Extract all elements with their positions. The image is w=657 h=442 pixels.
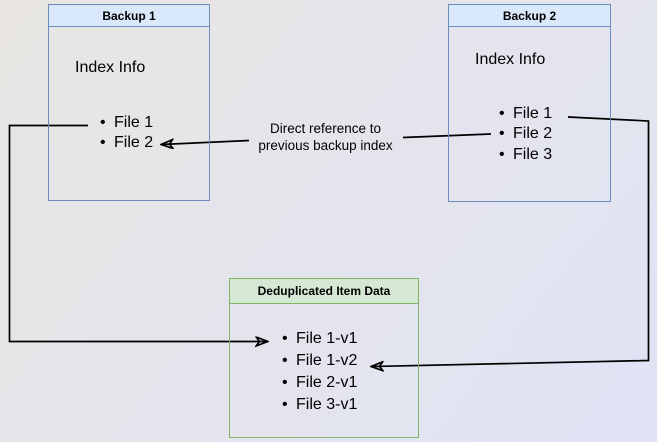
backup1-file-list: File 1 File 2 bbox=[100, 113, 153, 154]
list-item: File 2 bbox=[499, 124, 552, 145]
list-item: File 1 bbox=[100, 113, 153, 134]
deduplicated-item-data-title: Deduplicated Item Data bbox=[230, 279, 418, 304]
dedup-item-list: File 1-v1 File 1-v2 File 2-v1 File 3-v1 bbox=[282, 328, 357, 416]
backup1-title: Backup 1 bbox=[49, 5, 209, 27]
list-item: File 3 bbox=[499, 145, 552, 166]
backup2-title: Backup 2 bbox=[449, 5, 610, 27]
list-item: File 2-v1 bbox=[282, 372, 357, 394]
direct-reference-label-line2: previous backup index bbox=[258, 137, 393, 153]
arrow-backup2-file1-to-dedup bbox=[372, 116, 650, 367]
list-item: File 1 bbox=[499, 104, 552, 125]
list-item: File 1-v1 bbox=[282, 328, 357, 350]
deduplicated-item-data-box: Deduplicated Item Data File 1-v1 File 1-… bbox=[229, 278, 419, 438]
list-item: File 1-v2 bbox=[282, 350, 357, 372]
backup1-index-info-label: Index Info bbox=[75, 59, 146, 76]
direct-reference-label-line1: Direct reference to bbox=[269, 121, 382, 136]
backup2-index-info-label: Index Info bbox=[475, 51, 546, 68]
direct-reference-line-right-segment bbox=[402, 133, 492, 139]
direct-reference-label: Direct reference to previous backup inde… bbox=[243, 121, 408, 154]
direct-reference-arrow-left-segment bbox=[162, 141, 250, 145]
list-item: File 3-v1 bbox=[282, 394, 357, 416]
backup2-file-list: File 1 File 2 File 3 bbox=[499, 104, 552, 166]
backup1-box: Backup 1 Index Info File 1 File 2 bbox=[48, 4, 210, 201]
list-item: File 2 bbox=[100, 133, 153, 154]
backup2-box: Backup 2 Index Info File 1 File 2 File 3 bbox=[448, 4, 611, 202]
